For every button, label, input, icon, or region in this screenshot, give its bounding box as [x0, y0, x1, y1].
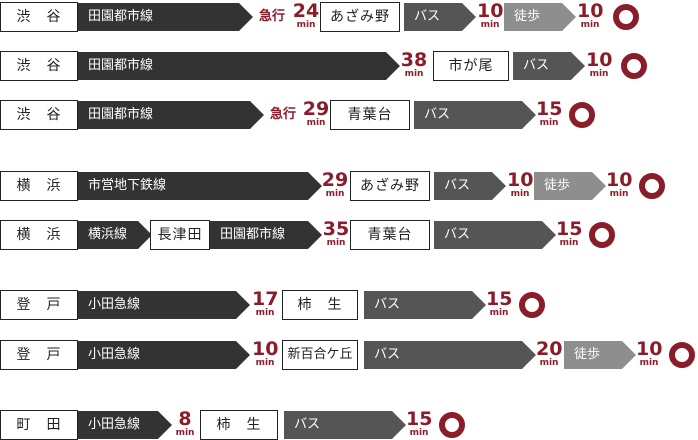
- transfer-stop: 青葉台: [330, 100, 410, 130]
- origin-station: 渋 谷: [0, 51, 78, 81]
- transfer-stop: あざみ野: [350, 171, 430, 201]
- transfer-stop: 柿 生: [200, 410, 278, 440]
- train-line-arrow: 田園都市線: [78, 52, 400, 80]
- bus-arrow: バス: [364, 341, 536, 369]
- bus-arrow: バス: [284, 411, 406, 439]
- train-line-arrow: 市営地下鉄線: [78, 172, 322, 200]
- origin-station: 横 浜: [0, 220, 78, 250]
- transfer-stop: 新百合ケ丘: [282, 340, 358, 370]
- destination-marker-icon: [669, 342, 695, 368]
- train-line-arrow: 横浜線: [78, 221, 152, 249]
- transfer-station: 長津田: [150, 220, 210, 250]
- origin-station: 登 戸: [0, 340, 78, 370]
- origin-station: 登 戸: [0, 290, 78, 320]
- train-line-arrow: 小田急線: [78, 341, 250, 369]
- bus-arrow: バス: [434, 172, 506, 200]
- bus-arrow: バス: [513, 52, 585, 80]
- train-line-arrow: 小田急線: [78, 411, 172, 439]
- train-line-arrow: 田園都市線: [78, 3, 253, 31]
- train-line-arrow: 小田急線: [78, 291, 250, 319]
- origin-station: 町 田: [0, 410, 78, 440]
- destination-marker-icon: [439, 412, 465, 438]
- bus-arrow: バス: [434, 221, 556, 249]
- train-line-arrow-2: 田園都市線: [210, 221, 322, 249]
- express-label: 急行: [270, 107, 297, 122]
- destination-marker-icon: [589, 222, 615, 248]
- transfer-stop: 市が尾: [433, 51, 509, 81]
- express-label: 急行: [259, 9, 286, 24]
- bus-arrow: バス: [414, 101, 536, 129]
- train-line-arrow: 田園都市線: [78, 101, 264, 129]
- origin-station: 渋 谷: [0, 100, 78, 130]
- destination-marker-icon: [613, 4, 639, 30]
- walk-arrow: 徒歩: [564, 341, 636, 369]
- destination-marker-icon: [621, 53, 647, 79]
- walk-arrow: 徒歩: [504, 3, 576, 31]
- origin-station: 横 浜: [0, 171, 78, 201]
- destination-marker-icon: [519, 292, 545, 318]
- origin-station: 渋 谷: [0, 2, 78, 32]
- transfer-stop: 青葉台: [350, 220, 430, 250]
- bus-arrow: バス: [404, 3, 476, 31]
- destination-marker-icon: [639, 173, 665, 199]
- walk-arrow: 徒歩: [534, 172, 606, 200]
- bus-arrow: バス: [364, 291, 486, 319]
- destination-marker-icon: [569, 102, 595, 128]
- transfer-stop: 柿 生: [282, 290, 358, 320]
- transfer-stop: あざみ野: [320, 2, 400, 32]
